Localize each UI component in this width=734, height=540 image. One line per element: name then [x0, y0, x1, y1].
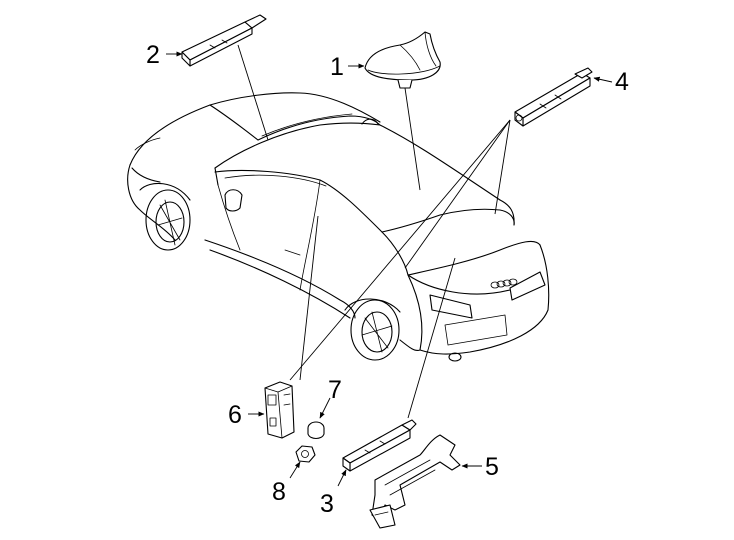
cap-part [307, 421, 325, 440]
mounting-bracket-part [369, 434, 461, 529]
nut-part [295, 445, 316, 463]
roof-antenna-part [364, 31, 441, 89]
callout-4: 4 [615, 68, 629, 96]
callout-8: 8 [272, 478, 286, 506]
car-illustration [127, 92, 550, 362]
callout-3: 3 [320, 490, 334, 518]
antenna-amplifier-part [342, 419, 417, 472]
callout-labels: 1 2 3 4 5 6 7 8 [146, 41, 629, 518]
callout-7: 7 [328, 376, 342, 404]
callout-1: 1 [330, 53, 344, 81]
control-unit-part [264, 381, 295, 439]
antenna-module-part [181, 14, 267, 67]
callout-2: 2 [146, 41, 160, 69]
callout-arrows [166, 51, 613, 487]
callout-5: 5 [485, 453, 499, 481]
rear-antenna-module-part [514, 67, 593, 127]
leader-lines [237, 44, 511, 419]
callout-6: 6 [228, 401, 242, 429]
